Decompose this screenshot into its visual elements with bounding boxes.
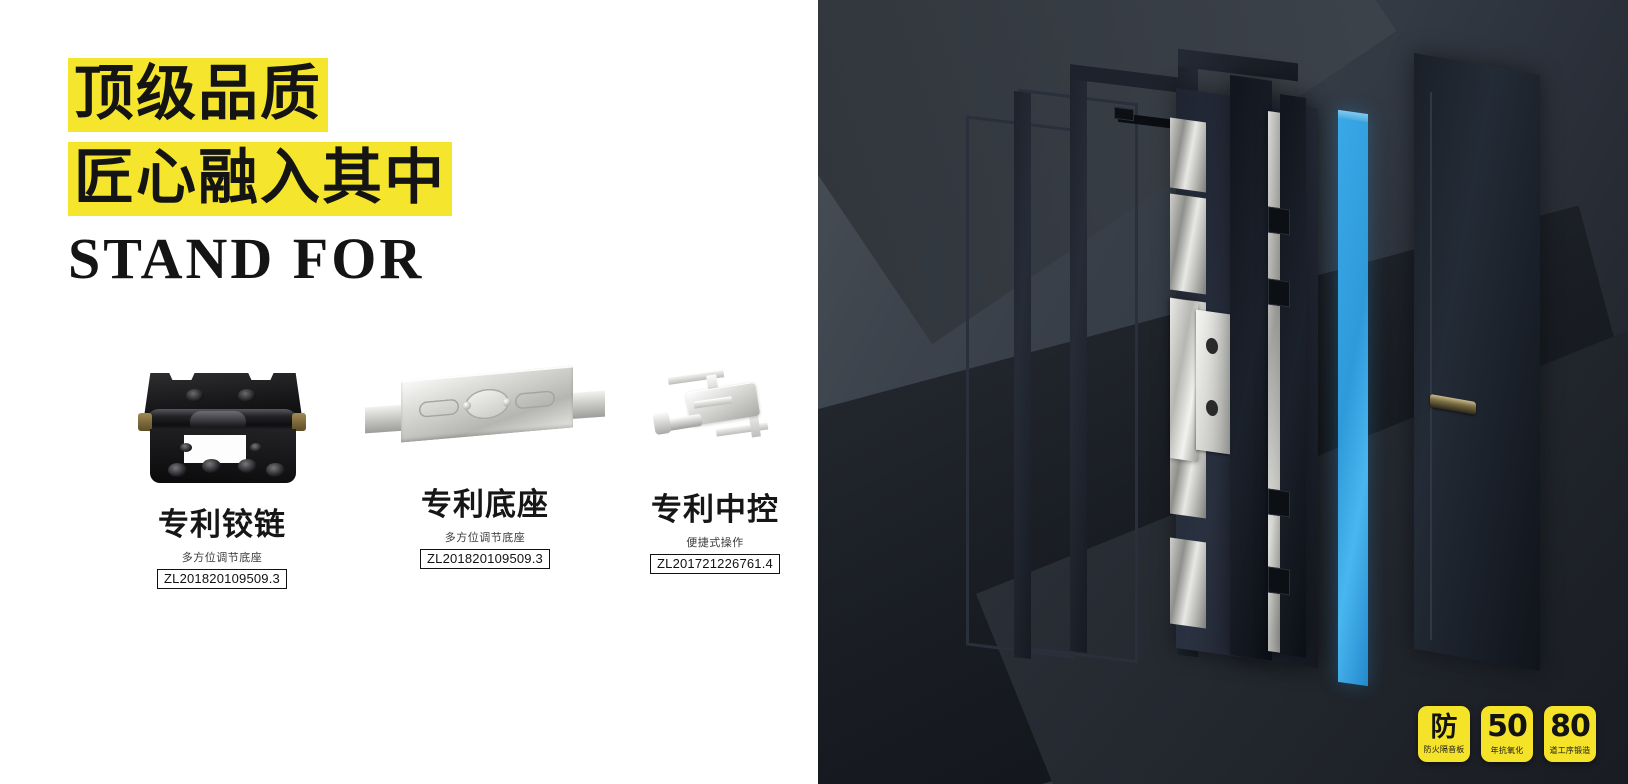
left-content-panel: 顶级品质 匠心融入其中 STAND FOR <box>60 58 800 615</box>
frame-hardware-tab-top <box>1114 106 1134 122</box>
feature-subtitle: 便捷式操作 <box>686 536 744 549</box>
feature-list: 专利铰链 多方位调节底座 ZL201820109509.3 专利底座 <box>60 355 800 615</box>
badge-main-text: 50 <box>1487 709 1528 744</box>
fireproof-sound-panel <box>1338 109 1368 687</box>
badge-forging-process: 80 道工序锻造 <box>1544 706 1596 762</box>
central-control-lock-icon <box>650 355 780 470</box>
headline-block: 顶级品质 匠心融入其中 <box>68 58 452 216</box>
feature-patent-number: ZL201820109509.3 <box>157 569 287 589</box>
headline-line-1-text: 顶级品质 <box>68 58 328 132</box>
headline-line-1: 顶级品质 <box>68 58 328 132</box>
hardware-tab-1 <box>1268 206 1290 236</box>
feature-patent-number: ZL201820109509.3 <box>420 549 550 569</box>
hardware-tab-2 <box>1268 278 1290 308</box>
badge-main-text: 80 <box>1550 709 1591 744</box>
feature-subtitle: 多方位调节底座 <box>444 531 526 544</box>
reinforcement-plate-5 <box>1170 537 1206 629</box>
feature-patent-number: ZL201721226761.4 <box>650 554 780 574</box>
headline-subtitle: STAND FOR <box>68 226 425 291</box>
feature-title: 专利铰链 <box>158 507 286 543</box>
badge-sub-text: 道工序锻造 <box>1549 746 1591 755</box>
door-core-layer <box>1230 75 1272 661</box>
badge-sub-text: 年抗氧化 <box>1490 746 1524 755</box>
steel-base-plate-icon <box>365 355 605 465</box>
feature-item-base: 专利底座 多方位调节底座 ZL201820109509.3 <box>360 355 610 569</box>
headline-line-2-text: 匠心融入其中 <box>68 142 452 216</box>
door-frame-jamb-left <box>1014 90 1031 660</box>
multipoint-lock-strip <box>1170 298 1198 462</box>
hardware-tab-4 <box>1268 566 1290 596</box>
reinforcement-plate-2 <box>1170 193 1206 295</box>
door-hinge-icon <box>134 355 310 485</box>
feature-item-control: 专利中控 便捷式操作 ZL201721226761.4 <box>620 355 810 574</box>
feature-badge-group: 防 防火隔音板 50 年抗氧化 80 道工序锻造 <box>1418 706 1596 762</box>
headline-line-2: 匠心融入其中 <box>68 142 452 216</box>
hardware-tab-3 <box>1268 488 1290 518</box>
door-frame-jamb-mid <box>1070 70 1087 654</box>
badge-sub-text: 防火隔音板 <box>1423 744 1465 754</box>
feature-item-hinge: 专利铰链 多方位调节底座 ZL201820109509.3 <box>102 355 342 589</box>
feature-title: 专利中控 <box>651 492 779 528</box>
badge-anti-oxidation: 50 年抗氧化 <box>1481 706 1533 762</box>
door-leaf-bevel-line <box>1430 91 1432 641</box>
door-leaf-outer <box>1414 52 1540 672</box>
lock-cylinder-block <box>1196 309 1230 455</box>
feature-title: 专利底座 <box>421 487 549 523</box>
badge-main-text: 防 <box>1430 711 1458 743</box>
badge-fireproof: 防 防火隔音板 <box>1418 706 1470 762</box>
reinforcement-plate-1 <box>1170 117 1206 193</box>
product-image-panel: 防 防火隔音板 50 年抗氧化 80 道工序锻造 <box>818 0 1628 784</box>
feature-subtitle: 多方位调节底座 <box>181 551 263 564</box>
